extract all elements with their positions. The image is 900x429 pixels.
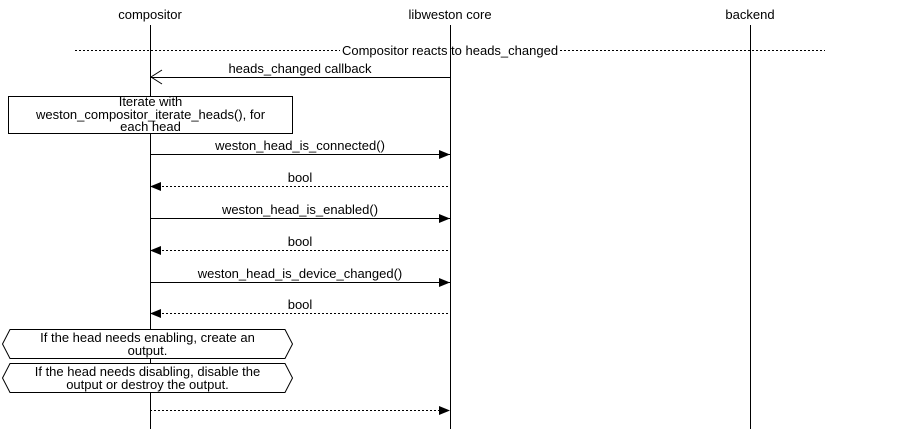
message-line-head-is-device-changed [150,282,450,283]
hnote-disable-output: If the head needs disabling, disable the… [2,363,293,393]
message-line-final [150,410,450,411]
divider-label: Compositor reacts to heads_changed [341,42,559,58]
hexagon-shape [2,363,293,393]
message-label-head-is-connected: weston_head_is_connected() [215,138,385,153]
message-label-head-is-enabled: weston_head_is_enabled() [221,202,379,217]
filled-arrowhead-right-icon [439,278,450,287]
divider-line-left [75,49,340,51]
hnote-disable-output-text: If the head needs disabling, disable the… [34,363,261,392]
divider-line-right [560,49,826,51]
lifeline-backend [750,25,751,429]
participant-compositor: compositor [118,7,182,22]
filled-arrowhead-right-icon [439,214,450,223]
message-line-heads-changed-callback [150,77,450,78]
return-label-bool-1: bool [287,170,313,185]
participant-libweston-core: libweston core [408,7,492,22]
lifeline-compositor [150,25,151,429]
message-label-heads-changed-callback: heads_changed callback [228,61,372,76]
message-line-head-is-connected [150,154,450,155]
hexagon-shape [2,329,293,359]
hnote-enable-output-text: If the head needs enabling, create an ou… [40,329,255,358]
message-label-head-is-device-changed: weston_head_is_device_changed() [197,266,403,281]
filled-arrowhead-left-icon [150,246,161,255]
divider-compositor-reacts: Compositor reacts to heads_changed [75,42,826,58]
hnote-enable-output: If the head needs enabling, create an ou… [2,329,293,359]
return-label-bool-2: bool [287,234,313,249]
message-line-head-is-enabled [150,218,450,219]
return-line-bool-2 [150,250,450,251]
return-line-bool-1 [150,186,450,187]
participant-backend: backend [725,7,775,22]
return-line-bool-3 [150,313,450,314]
filled-arrowhead-right-icon [439,150,450,159]
return-label-bool-3: bool [287,297,313,312]
lifeline-libweston-core [450,25,451,429]
filled-arrowhead-right-icon [439,406,450,415]
note-iterate-heads: Iterate with weston_compositor_iterate_h… [8,95,293,134]
filled-arrowhead-left-icon [150,182,161,191]
open-arrowhead-left-icon [150,69,163,85]
filled-arrowhead-left-icon [150,309,161,318]
